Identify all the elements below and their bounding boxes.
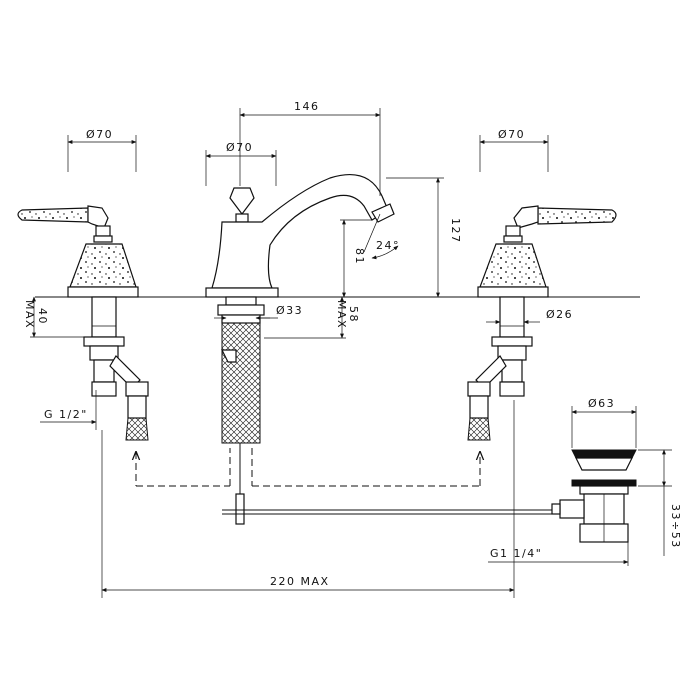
dim-deck-left-max: MAX bbox=[23, 300, 36, 329]
right-handle-valve bbox=[467, 205, 617, 441]
dim-spout-height-label: 81 bbox=[353, 248, 366, 265]
pop-up-waste bbox=[551, 449, 637, 543]
dim-spout-reach-label: 146 bbox=[294, 100, 320, 113]
left-handle-valve bbox=[17, 205, 149, 441]
dim-d63: Ø63 bbox=[571, 397, 637, 448]
dim-thread-waste: G1 1/4" bbox=[488, 542, 629, 566]
dim-d26: Ø26 bbox=[486, 308, 573, 324]
dim-spout-reach: 146 bbox=[239, 100, 381, 196]
dim-d70-right: Ø70 bbox=[479, 128, 549, 172]
dim-spout-height: 81 bbox=[340, 219, 372, 298]
dim-d70-left: Ø70 bbox=[67, 128, 137, 172]
dim-thread-inlet: G 1/2" bbox=[40, 390, 97, 430]
dim-d70-right-label: Ø70 bbox=[498, 128, 525, 141]
dim-thread-waste-label: G1 1/4" bbox=[490, 547, 542, 560]
dim-deck-left: 40 MAX bbox=[23, 296, 92, 338]
dim-d63-label: Ø63 bbox=[588, 397, 615, 410]
dim-thread-inlet-label: G 1/2" bbox=[44, 408, 88, 421]
dim-deck-center: 58 MAX bbox=[264, 296, 360, 339]
dim-span: 220 MAX bbox=[101, 400, 515, 598]
dim-d33: Ø33 bbox=[214, 304, 303, 320]
dim-d70-left-label: Ø70 bbox=[86, 128, 113, 141]
dim-spout-angle: 24° bbox=[363, 213, 400, 260]
dim-height-total-label: 127 bbox=[449, 218, 462, 244]
dim-deck-center-label: 58 bbox=[347, 306, 360, 323]
connection-paths bbox=[136, 448, 480, 487]
dim-deck-left-label: 40 bbox=[36, 308, 49, 325]
center-spout bbox=[205, 174, 560, 525]
dim-span-label: 220 MAX bbox=[270, 575, 330, 588]
dim-d70-center: Ø70 bbox=[205, 141, 277, 186]
dim-deck-center-max: MAX bbox=[335, 300, 348, 329]
dim-waste-range-label: 33÷53 bbox=[669, 504, 682, 549]
dim-d26-label: Ø26 bbox=[546, 308, 573, 321]
dim-d70-center-label: Ø70 bbox=[226, 141, 253, 154]
dim-spout-angle-label: 24° bbox=[376, 239, 400, 252]
dim-waste-range: 33÷53 bbox=[638, 449, 682, 556]
dim-d33-label: Ø33 bbox=[276, 304, 303, 317]
dim-height-total: 127 bbox=[386, 177, 462, 298]
